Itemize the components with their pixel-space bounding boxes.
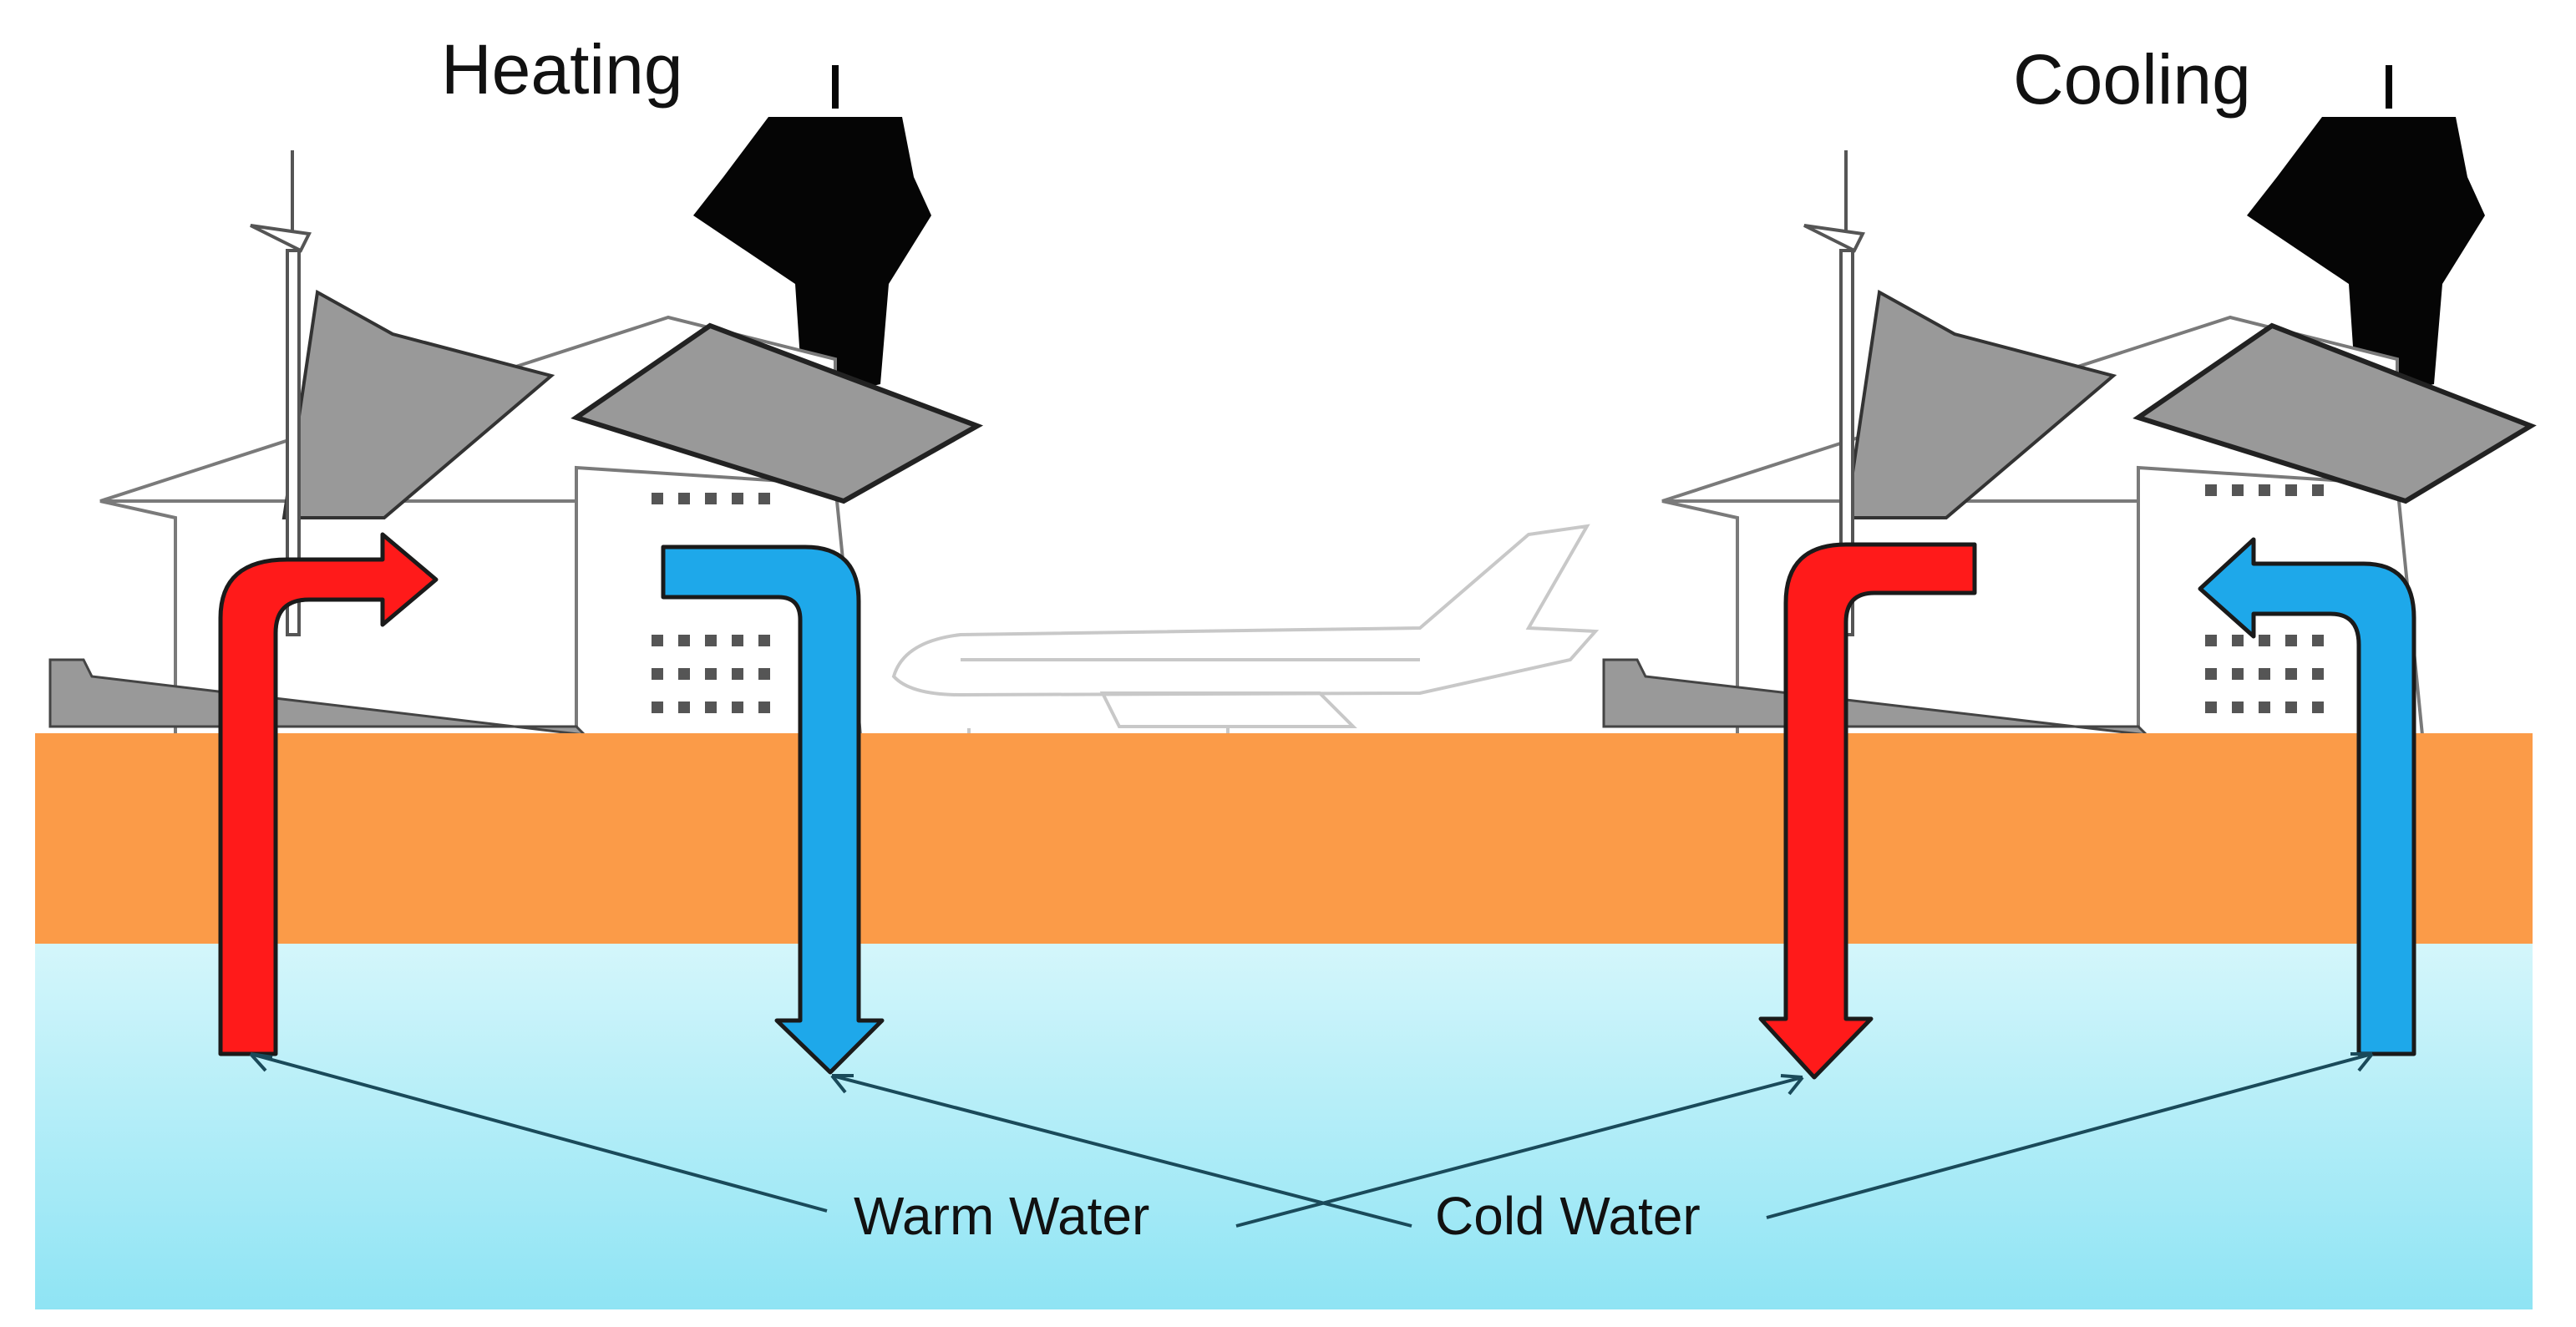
warm-water-down-arrow [1758,542,1977,1080]
cold-water-up-arrow [2198,537,2416,1056]
control-tower-icon [2247,65,2485,393]
control-tower-icon [693,65,931,393]
soil-layer [35,733,2533,944]
leader-lines [249,1052,2374,1228]
heating-title: Heating [441,30,683,109]
cooling-title: Cooling [2013,40,2251,119]
warm-water-label: Warm Water [854,1186,1149,1246]
cold-water-label: Cold Water [1435,1186,1701,1246]
airport-left [48,65,984,737]
cold-water-down-arrow [661,544,885,1075]
warm-water-up-arrow [218,532,439,1056]
airplane-icon [891,524,1600,735]
wind-turbine-icon [250,150,312,636]
terminal-building-icon [48,289,984,737]
aquifer-layer [35,944,2533,1309]
